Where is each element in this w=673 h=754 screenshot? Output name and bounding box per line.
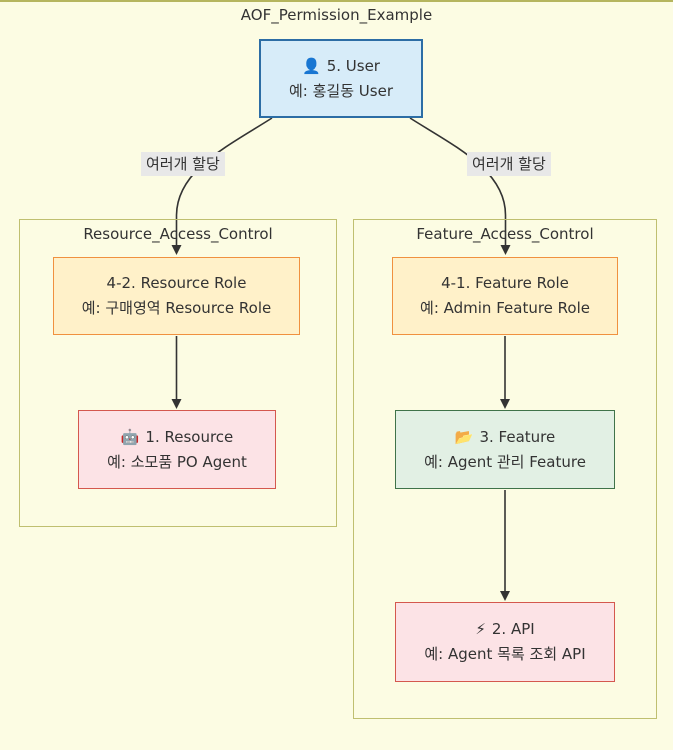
robot-icon: 🤖 — [120, 427, 140, 446]
node-feature-title-row: 📂 3. Feature — [455, 425, 555, 450]
node-api-title-row: ⚡ 2. API — [475, 617, 534, 642]
node-api-example: 예: Agent 목록 조회 API — [424, 645, 586, 663]
node-resource-role-example: 예: 구매영역 Resource Role — [81, 299, 272, 317]
node-resource-role-title-row: 4-2. Resource Role — [107, 271, 247, 296]
subgraph-feature-access-control-title: Feature_Access_Control — [416, 225, 594, 243]
node-api: ⚡ 2. API 예: Agent 목록 조회 API — [395, 602, 615, 682]
node-feature-role-label: 4-1. Feature Role — [441, 274, 569, 292]
node-user-label: 5. User — [326, 56, 380, 75]
node-feature-role-example: 예: Admin Feature Role — [420, 299, 590, 317]
node-api-label: 2. API — [491, 620, 535, 638]
node-feature: 📂 3. Feature 예: Agent 관리 Feature — [395, 410, 615, 489]
node-feature-role-title-row: 4-1. Feature Role — [441, 271, 569, 296]
edge-label-user-to-resource-role: 여러개 할당 — [141, 152, 225, 176]
node-feature-label: 3. Feature — [479, 427, 556, 446]
user-bust-icon: 👤 — [302, 56, 321, 75]
node-resource: 🤖 1. Resource 예: 소모품 PO Agent — [78, 410, 276, 489]
node-user-title-row: 👤 5. User — [302, 54, 380, 79]
lightning-icon: ⚡ — [475, 620, 486, 638]
node-resource-example: 예: 소모품 PO Agent — [107, 452, 247, 471]
diagram-title: AOF_Permission_Example — [240, 6, 433, 24]
subgraph-feature-access-control: Feature_Access_Control — [353, 219, 657, 719]
node-resource-title-row: 🤖 1. Resource — [121, 425, 234, 450]
subgraph-resource-access-control-title: Resource_Access_Control — [83, 225, 273, 243]
folder-icon: 📂 — [454, 427, 474, 446]
node-feature-role: 4-1. Feature Role 예: Admin Feature Role — [392, 257, 618, 335]
edge-label-user-to-feature-role: 여러개 할당 — [467, 152, 551, 176]
subgraph-resource-access-control: Resource_Access_Control — [19, 219, 337, 527]
node-resource-role-label: 4-2. Resource Role — [106, 274, 247, 292]
node-resource-label: 1. Resource — [145, 427, 234, 446]
node-feature-example: 예: Agent 관리 Feature — [424, 452, 586, 471]
node-resource-role: 4-2. Resource Role 예: 구매영역 Resource Role — [53, 257, 300, 335]
node-user-example: 예: 홍길동 User — [289, 81, 393, 100]
node-user: 👤 5. User 예: 홍길동 User — [259, 39, 423, 118]
